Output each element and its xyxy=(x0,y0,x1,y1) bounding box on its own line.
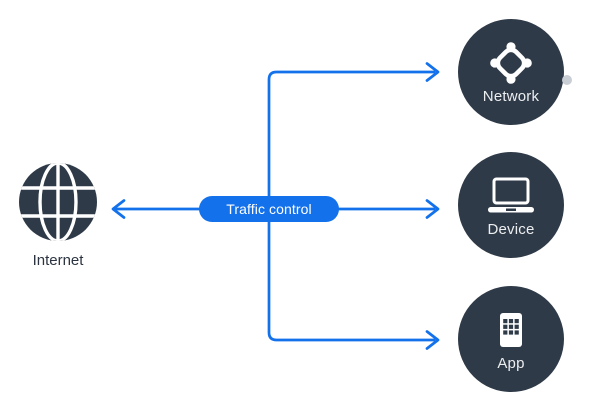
app-grid-icon xyxy=(491,307,531,353)
node-device: Device xyxy=(458,152,564,258)
arrow-to-app xyxy=(267,207,440,350)
node-label: Device xyxy=(487,220,535,238)
decorative-dot xyxy=(562,75,572,85)
node-app: App xyxy=(458,286,564,392)
arrow-to-network xyxy=(267,62,440,211)
network-icon xyxy=(489,40,533,86)
node-label: App xyxy=(497,354,525,372)
internet-label: Internet xyxy=(32,252,84,269)
laptop-icon xyxy=(487,173,535,219)
arrow-to-device xyxy=(337,199,440,219)
node-network: Network xyxy=(458,19,564,125)
traffic-control-pill: Traffic control xyxy=(199,196,339,222)
globe-icon xyxy=(18,162,98,242)
internet-source: Internet xyxy=(14,162,102,269)
node-label: Network xyxy=(482,87,540,105)
arrow-to-internet xyxy=(111,199,201,219)
